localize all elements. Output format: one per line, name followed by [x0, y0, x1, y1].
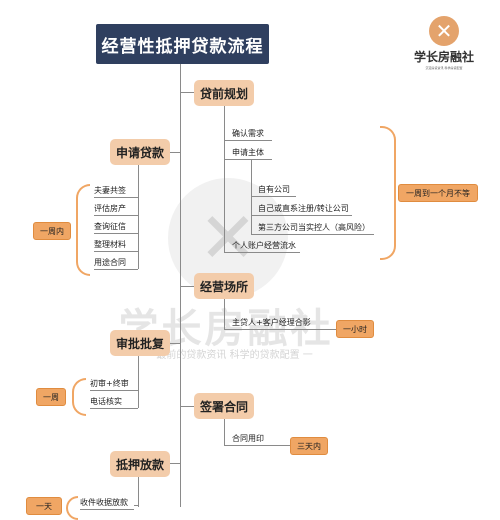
- item-own-company: 自有公司: [258, 184, 296, 197]
- item-third-party-company: 第三方公司当实控人（高风险）: [258, 222, 374, 235]
- item-apply-subject: 申请主体: [232, 147, 272, 160]
- step-sign-contract: 签署合同: [194, 393, 254, 419]
- connector-line: [251, 215, 258, 216]
- connector-line: [134, 233, 138, 234]
- approval-brace: [72, 378, 86, 416]
- apply-branch-line: [138, 165, 139, 269]
- connector-line: [134, 251, 138, 252]
- apply-item: 评估房产: [94, 203, 134, 216]
- brand-mark-icon: ✕: [429, 16, 459, 46]
- page-title: 经营性抵押贷款流程: [96, 24, 269, 64]
- connector-line: [251, 196, 258, 197]
- connector-line: [134, 269, 138, 270]
- connector-line: [251, 234, 258, 235]
- apply-item: 夫妻共签: [94, 185, 134, 198]
- watermark-subtitle: 一 最前的贷款资讯 科学的贷款配置 一: [143, 350, 313, 361]
- apply-brace: [76, 184, 90, 276]
- release-item: 收件收据放款: [80, 497, 134, 510]
- step-approval: 审批批复: [110, 330, 170, 356]
- apply-item: 查询征信: [94, 221, 134, 234]
- connector-line: [180, 286, 194, 287]
- item-confirm-need: 确认需求: [232, 128, 272, 141]
- connector-line: [224, 445, 232, 446]
- step-apply-loan: 申请贷款: [110, 139, 170, 165]
- venue-branch-line: [224, 299, 225, 329]
- connector-line: [180, 92, 194, 93]
- brand-slogan: 沉淀房贷资讯 科学房贷配置: [425, 66, 463, 70]
- tag-venue-time: 一小时: [336, 320, 374, 338]
- connector-line: [134, 215, 138, 216]
- connector-line: [134, 390, 138, 391]
- connector-line: [180, 406, 194, 407]
- tag-approval-time: 一周: [36, 388, 66, 406]
- connector-line: [134, 408, 138, 409]
- contract-branch-line: [224, 419, 225, 445]
- tag-contract-time: 三天内: [290, 437, 328, 455]
- step-business-venue: 经营场所: [194, 273, 254, 299]
- connector-line: [170, 152, 180, 153]
- connector-line: [330, 329, 336, 330]
- connector-line: [134, 197, 138, 198]
- connector-line: [224, 329, 232, 330]
- connector-line: [134, 505, 138, 506]
- connector-line: [272, 445, 290, 446]
- brand-logo: ✕ 学长房融社 沉淀房贷资讯 科学房贷配置: [414, 16, 474, 70]
- release-branch-line: [138, 477, 139, 507]
- pre-plan-branch-line: [224, 106, 225, 252]
- connector-line: [224, 140, 232, 141]
- item-register-company: 自己或直系注册/转让公司: [258, 203, 352, 216]
- step-pre-plan: 贷前规划: [194, 80, 254, 106]
- release-brace: [66, 496, 78, 520]
- pre-plan-brace: [380, 126, 396, 260]
- connector-line: [170, 343, 180, 344]
- apply-item: 整理材料: [94, 239, 134, 252]
- connector-line: [224, 252, 232, 253]
- item-venue-photo: 主贷人+客户经理合影: [232, 317, 330, 330]
- item-contract-seal: 合同用印: [232, 433, 272, 446]
- brand-name: 学长房融社: [414, 50, 475, 64]
- connector-line: [224, 159, 232, 160]
- subject-branch-line: [251, 160, 252, 234]
- main-trunk-line: [180, 64, 181, 507]
- tag-release-time: 一天: [26, 497, 62, 515]
- tag-pre-plan-time: 一周到一个月不等: [398, 184, 478, 202]
- approval-item: 电话核实: [90, 396, 134, 409]
- apply-item: 用途合同: [94, 257, 134, 270]
- tag-apply-time: 一周内: [33, 222, 71, 240]
- step-mortgage-release: 抵押放款: [110, 451, 170, 477]
- connector-line: [170, 463, 180, 464]
- item-personal-account: 个人账户经营流水: [232, 240, 300, 253]
- approval-branch-line: [138, 356, 139, 408]
- approval-item: 初审+终审: [90, 378, 134, 391]
